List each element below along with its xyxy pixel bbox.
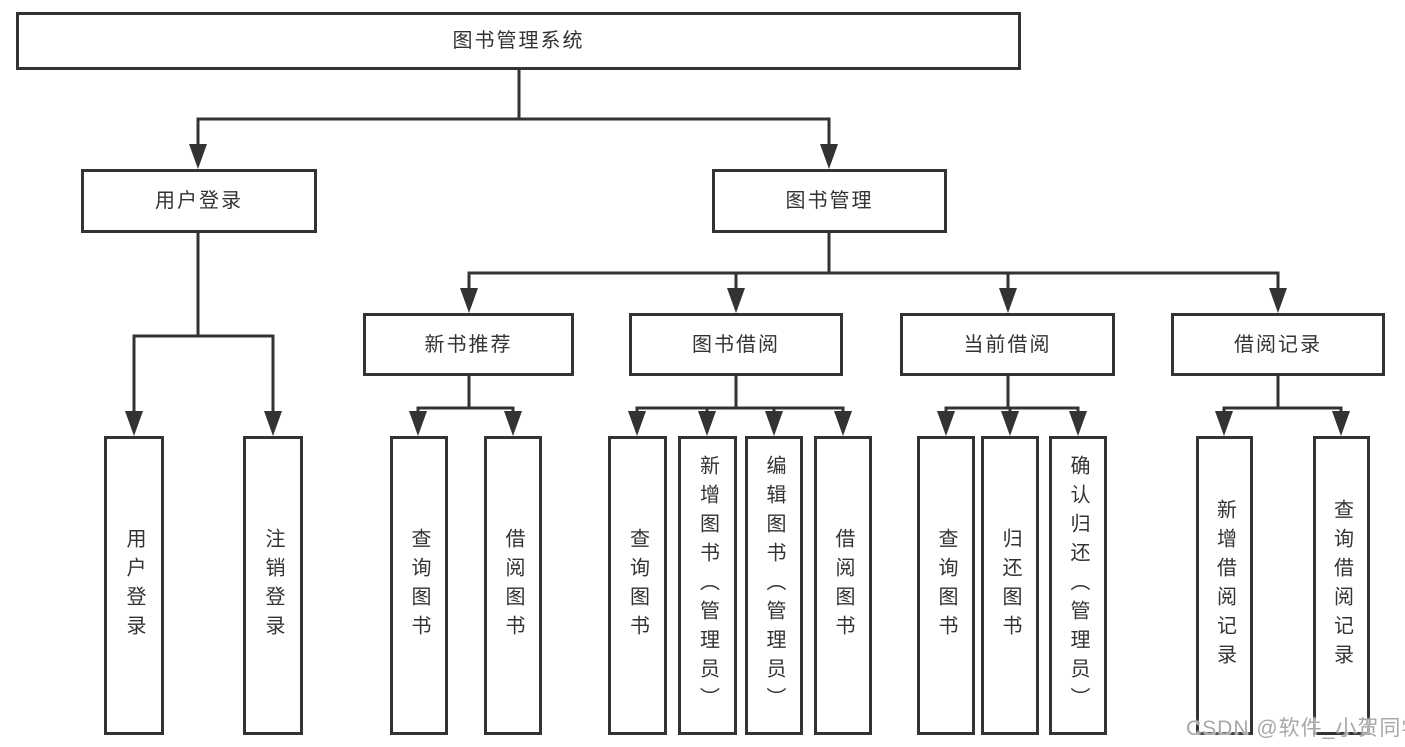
arrow-down-icon	[698, 411, 716, 436]
connector-borrow-records-to-leaves	[1215, 376, 1350, 436]
node-book-borrowing-label: 图书借阅	[692, 333, 780, 356]
node-new-book-recommend: 新书推荐	[363, 313, 574, 376]
arrow-down-icon	[820, 144, 838, 169]
connector-new-book-recommend-to-leaves	[409, 376, 522, 436]
connector-book-borrowing-to-leaves	[628, 376, 852, 436]
node-book-management-label: 图书管理	[785, 190, 874, 212]
node-book-borrowing: 图书借阅	[629, 313, 843, 376]
node-current-borrowing-label: 当前借阅	[963, 333, 1052, 356]
node-leaf-add-books-admin: 新增图书（管理员）	[678, 436, 737, 735]
arrow-down-icon	[628, 411, 646, 436]
node-leaf-confirm-return-admin: 确认归还（管理员）	[1049, 436, 1107, 735]
arrow-down-icon	[834, 411, 852, 436]
connector-root-to-level2	[189, 70, 838, 169]
node-leaf-add-borrow-record: 新增借阅记录	[1196, 436, 1253, 735]
node-library-system: 图书管理系统	[16, 12, 1021, 70]
node-new-book-recommend-label: 新书推荐	[424, 333, 513, 356]
node-user-login-label: 用户登录	[155, 190, 243, 212]
node-leaf-query-books-current-label: 查询图书	[935, 527, 957, 644]
node-leaf-confirm-return-admin-label: 确认归还（管理员）	[1067, 455, 1089, 716]
node-leaf-user-login-label: 用户登录	[123, 527, 145, 644]
arrow-down-icon	[504, 411, 522, 436]
node-borrow-records: 借阅记录	[1171, 313, 1385, 376]
arrow-down-icon	[1332, 411, 1350, 436]
node-leaf-borrow-books-recommend: 借阅图书	[484, 436, 542, 735]
node-leaf-edit-books-admin-label: 编辑图书（管理员）	[763, 455, 785, 716]
arrow-down-icon	[1001, 411, 1019, 436]
node-leaf-query-books-recommend-label: 查询图书	[408, 527, 430, 644]
arrow-down-icon	[189, 144, 207, 169]
node-leaf-return-books: 归还图书	[981, 436, 1039, 735]
node-user-login: 用户登录	[81, 169, 317, 233]
arrow-down-icon	[460, 288, 478, 313]
node-book-management: 图书管理	[712, 169, 947, 233]
arrow-down-icon	[999, 288, 1017, 313]
node-leaf-borrow-books-borrowing: 借阅图书	[814, 436, 872, 735]
arrow-down-icon	[1215, 411, 1233, 436]
connector-current-borrowing-to-leaves	[937, 376, 1087, 436]
node-leaf-query-books-recommend: 查询图书	[390, 436, 448, 735]
node-leaf-query-books-current: 查询图书	[917, 436, 975, 735]
arrow-down-icon	[409, 411, 427, 436]
node-leaf-user-login: 用户登录	[104, 436, 164, 735]
node-leaf-borrow-books-borrowing-label: 借阅图书	[832, 527, 854, 644]
node-leaf-query-borrow-record: 查询借阅记录	[1313, 436, 1370, 735]
csdn-watermark: CSDN @软件_小贺同学	[1186, 717, 1405, 740]
node-leaf-edit-books-admin: 编辑图书（管理员）	[745, 436, 803, 735]
node-leaf-logout: 注销登录	[243, 436, 303, 735]
node-leaf-add-borrow-record-label: 新增借阅记录	[1213, 498, 1236, 673]
node-library-system-label: 图书管理系统	[452, 30, 585, 52]
arrow-down-icon	[765, 411, 783, 436]
node-leaf-return-books-label: 归还图书	[999, 527, 1021, 644]
arrow-down-icon	[937, 411, 955, 436]
node-borrow-records-label: 借阅记录	[1234, 333, 1322, 356]
connector-book-management-to-level3	[460, 233, 1287, 313]
arrow-down-icon	[264, 411, 282, 436]
arrow-down-icon	[1269, 288, 1287, 313]
arrow-down-icon	[727, 288, 745, 313]
node-leaf-query-books-borrowing: 查询图书	[608, 436, 667, 735]
node-leaf-logout-label: 注销登录	[262, 527, 284, 644]
connector-user-login-to-leaves	[125, 233, 282, 436]
node-leaf-query-borrow-record-label: 查询借阅记录	[1330, 498, 1353, 673]
node-leaf-query-books-borrowing-label: 查询图书	[626, 527, 649, 644]
arrow-down-icon	[1069, 411, 1087, 436]
arrow-down-icon	[125, 411, 143, 436]
node-current-borrowing: 当前借阅	[900, 313, 1115, 376]
node-leaf-add-books-admin-label: 新增图书（管理员）	[696, 455, 719, 716]
node-leaf-borrow-books-recommend-label: 借阅图书	[502, 527, 524, 644]
